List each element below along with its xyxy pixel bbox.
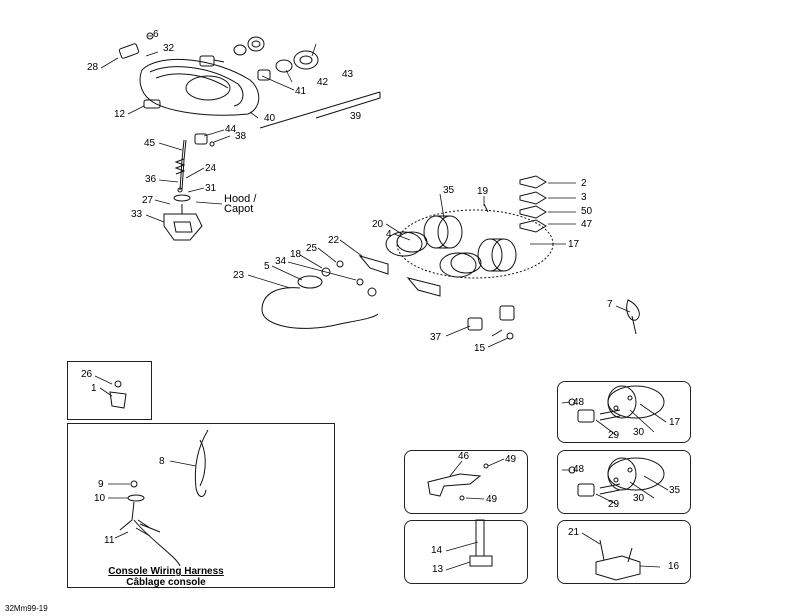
inset-box-bracket (404, 450, 528, 514)
callout-26: 26 (81, 369, 93, 380)
inset-box-fuel-sender (67, 361, 152, 420)
callout-38: 38 (235, 131, 247, 142)
callout-14: 14 (431, 545, 443, 556)
callout-23: 23 (233, 270, 245, 281)
callout-33: 33 (131, 209, 143, 220)
callout-47: 47 (581, 219, 593, 230)
callout-22: 22 (328, 235, 340, 246)
callout-11: 11 (104, 535, 115, 546)
callout-37: 37 (430, 332, 442, 343)
inset-16-drawing (595, 539, 641, 581)
callout-6: 6 (153, 29, 159, 40)
harness-title: Console Wiring Harness Câblage console (66, 566, 266, 588)
callout-34: 34 (275, 256, 287, 267)
hood-switch-assembly (163, 133, 215, 241)
inset-17-drawing (568, 385, 665, 423)
callout-20: 20 (372, 219, 384, 230)
callout-42: 42 (317, 77, 329, 88)
callout-17b: 17 (669, 417, 681, 428)
callout-45: 45 (144, 138, 156, 149)
callout-24: 24 (205, 163, 217, 174)
callout-27: 27 (142, 195, 154, 206)
harness-title-fr: Câblage console (126, 577, 206, 588)
callout-4: 4 (386, 229, 392, 240)
callout-32: 32 (163, 43, 175, 54)
callout-12: 12 (114, 109, 126, 120)
harness-title-en: Console Wiring Harness (108, 566, 224, 577)
inset-box-module (557, 520, 691, 584)
callout-49b: 49 (486, 494, 498, 505)
inset-35-drawing (568, 457, 665, 497)
callout-17: 17 (568, 239, 580, 250)
callout-9: 9 (98, 479, 104, 490)
headlight-assembly (118, 32, 381, 129)
callout-21: 21 (568, 527, 580, 538)
callout-30: 30 (633, 427, 645, 438)
callout-25: 25 (306, 243, 318, 254)
callout-13: 13 (432, 564, 444, 575)
callout-3: 3 (581, 192, 587, 203)
callout-30b: 30 (633, 493, 645, 504)
callout-50: 50 (581, 206, 593, 217)
callout-29b: 29 (608, 499, 620, 510)
callout-2: 2 (581, 178, 587, 189)
callout-7: 7 (607, 299, 613, 310)
callout-48: 48 (573, 397, 585, 408)
inset-harness-drawing (119, 429, 209, 567)
inset-box-cable (404, 520, 528, 584)
callout-49: 49 (505, 454, 517, 465)
diagram-id: 32Mm99-19 (5, 604, 48, 613)
inset-box-console-harness (67, 423, 335, 588)
callout-40: 40 (264, 113, 276, 124)
callout-36: 36 (145, 174, 157, 185)
callout-41: 41 (295, 86, 307, 97)
callout-19: 19 (477, 186, 489, 197)
callout-15: 15 (474, 343, 486, 354)
callout-48b: 48 (573, 464, 585, 475)
inset-1-drawing (109, 380, 127, 409)
callout-35: 35 (443, 185, 455, 196)
callout-8: 8 (159, 456, 165, 467)
callout-44: 44 (225, 124, 237, 135)
inset-box-gauge-35 (557, 450, 691, 514)
inset-box-gauge-17 (557, 381, 691, 443)
callout-43: 43 (342, 69, 354, 80)
callout-10: 10 (94, 493, 106, 504)
callout-18: 18 (290, 249, 302, 260)
callout-1: 1 (91, 383, 97, 394)
capot-label: Capot (224, 203, 254, 215)
callout-5: 5 (264, 261, 270, 272)
hood-label: Hood / (224, 193, 257, 205)
callout-39: 39 (350, 111, 362, 122)
callout-46: 46 (458, 451, 470, 462)
callout-28: 28 (87, 62, 99, 73)
callout-35b: 35 (669, 485, 681, 496)
callout-16: 16 (668, 561, 680, 572)
callout-31: 31 (205, 183, 217, 194)
leader-lines (94, 35, 669, 571)
callout-29: 29 (608, 430, 620, 441)
